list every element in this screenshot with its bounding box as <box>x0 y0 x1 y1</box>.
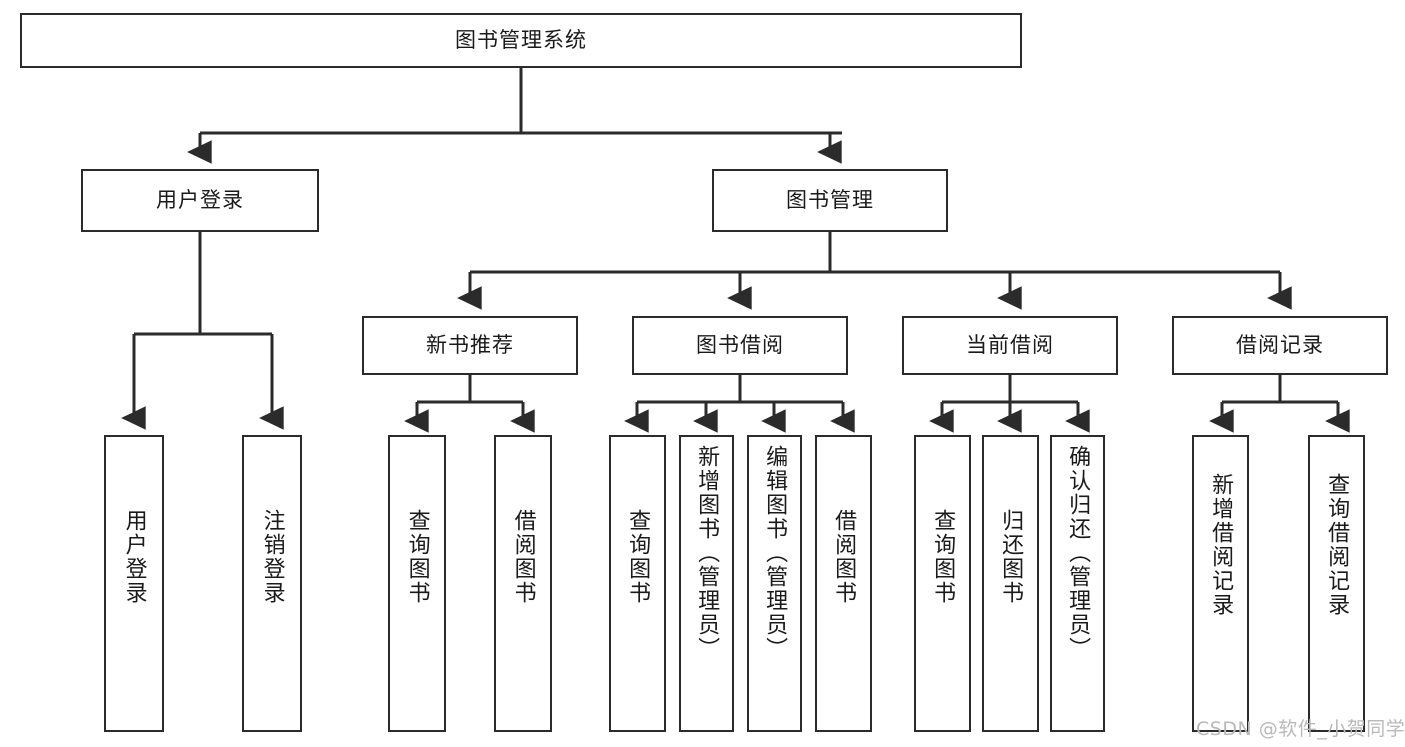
node-leaf-user-login[interactable]: 用户登录 <box>104 435 164 732</box>
node-leaf-edit-book[interactable]: 编辑图书（管理员） <box>747 435 802 732</box>
node-leaf-borrow-book-2-label: 借阅图书 <box>831 509 857 605</box>
node-leaf-logout-login-label: 注销登录 <box>259 509 285 605</box>
node-leaf-query-book-1-label: 查询图书 <box>404 509 430 605</box>
node-book-borrow-label: 图书借阅 <box>696 332 784 357</box>
node-leaf-edit-book-label: 编辑图书（管理员） <box>762 445 788 661</box>
node-leaf-add-record-label: 新增借阅记录 <box>1208 473 1234 617</box>
node-leaf-query-record-label: 查询借阅记录 <box>1324 473 1350 617</box>
node-user-login-label: 用户登录 <box>156 187 244 212</box>
node-root[interactable]: 图书管理系统 <box>20 13 1022 68</box>
node-book-manage[interactable]: 图书管理 <box>712 169 948 232</box>
node-leaf-borrow-book-2[interactable]: 借阅图书 <box>815 435 872 732</box>
node-root-label: 图书管理系统 <box>455 27 587 52</box>
node-leaf-borrow-book-1-label: 借阅图书 <box>510 509 536 605</box>
node-leaf-query-record[interactable]: 查询借阅记录 <box>1308 435 1365 732</box>
node-leaf-add-book[interactable]: 新增图书（管理员） <box>679 435 734 732</box>
csdn-watermark: CSDN @软件_小贺同学 <box>1196 718 1405 740</box>
node-leaf-logout-login[interactable]: 注销登录 <box>242 435 302 732</box>
node-borrow-record-label: 借阅记录 <box>1236 332 1324 357</box>
node-book-manage-label: 图书管理 <box>786 187 874 212</box>
node-leaf-query-book-1[interactable]: 查询图书 <box>388 435 446 732</box>
node-leaf-query-book-3[interactable]: 查询图书 <box>914 435 971 732</box>
node-borrow-record[interactable]: 借阅记录 <box>1172 316 1388 375</box>
node-leaf-add-book-label: 新增图书（管理员） <box>694 445 720 661</box>
node-leaf-borrow-book-1[interactable]: 借阅图书 <box>494 435 552 732</box>
node-new-book-rec[interactable]: 新书推荐 <box>362 316 578 375</box>
node-leaf-query-book-3-label: 查询图书 <box>930 509 956 605</box>
node-current-borrow[interactable]: 当前借阅 <box>902 316 1118 375</box>
node-book-borrow[interactable]: 图书借阅 <box>632 316 848 375</box>
node-user-login[interactable]: 用户登录 <box>81 169 319 232</box>
node-leaf-add-record[interactable]: 新增借阅记录 <box>1192 435 1249 732</box>
node-leaf-user-login-label: 用户登录 <box>121 509 147 605</box>
node-leaf-return-book-label: 归还图书 <box>998 509 1024 605</box>
node-leaf-return-book[interactable]: 归还图书 <box>982 435 1039 732</box>
node-leaf-confirm-return[interactable]: 确认归还（管理员） <box>1050 435 1105 732</box>
node-current-borrow-label: 当前借阅 <box>966 332 1054 357</box>
node-leaf-confirm-return-label: 确认归还（管理员） <box>1065 445 1091 661</box>
node-new-book-rec-label: 新书推荐 <box>426 332 514 357</box>
node-leaf-query-book-2[interactable]: 查询图书 <box>609 435 666 732</box>
node-leaf-query-book-2-label: 查询图书 <box>625 509 651 605</box>
